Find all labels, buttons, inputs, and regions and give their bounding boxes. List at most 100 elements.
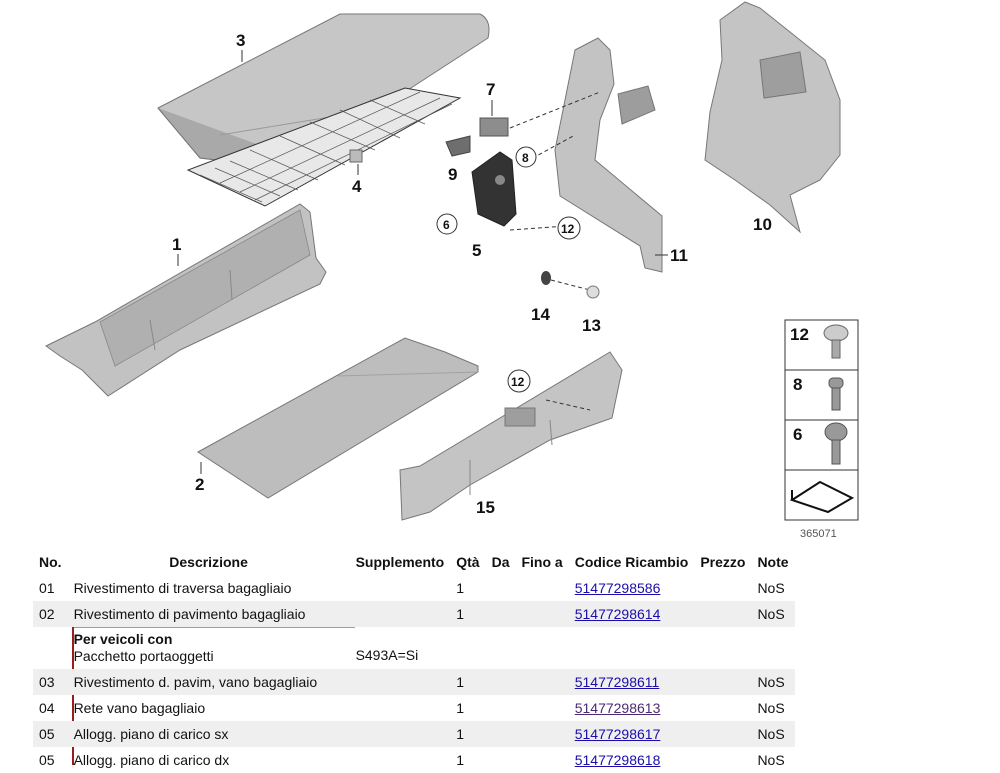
row-price bbox=[694, 721, 752, 747]
row-supplement bbox=[350, 695, 451, 721]
row-da bbox=[485, 721, 516, 747]
row-no: 04 bbox=[39, 700, 55, 716]
row-code: 51477298586 bbox=[569, 575, 695, 601]
table-row: 03 Rivestimento d. pavim, vano bagagliai… bbox=[33, 669, 795, 695]
part-7-clip bbox=[479, 91, 601, 137]
row-da bbox=[486, 695, 516, 721]
header-no: No. bbox=[39, 554, 62, 570]
row-no: 05 bbox=[33, 721, 68, 747]
table-row: 02 Rivestimento di pavimento bagagliaio … bbox=[33, 601, 795, 627]
part-4-cargo-net bbox=[186, 87, 462, 207]
row-code: 51477298611 bbox=[568, 669, 695, 695]
part-code-link[interactable]: 51477298618 bbox=[574, 752, 661, 768]
condition-marker bbox=[72, 627, 74, 765]
part-5-bracket bbox=[471, 151, 517, 227]
row-price bbox=[694, 575, 751, 601]
part-10-side-trim-right bbox=[704, 1, 841, 234]
legend-6: 6 bbox=[793, 425, 802, 444]
row-note: NoS bbox=[757, 752, 785, 768]
row-supplement bbox=[349, 669, 451, 695]
row-desc: Rivestimento di pavimento bagagliaio bbox=[67, 601, 350, 627]
callout-3: 3 bbox=[236, 31, 245, 50]
table-header-row: No. Descrizione Supplemento Qtà Da Fino … bbox=[33, 549, 795, 575]
callout-13: 13 bbox=[582, 316, 601, 335]
row-da bbox=[486, 575, 516, 601]
condition-detail: Pacchetto portaoggetti bbox=[73, 648, 214, 664]
callout-15: 15 bbox=[476, 498, 495, 517]
part-code-link[interactable]: 51477298586 bbox=[574, 580, 661, 596]
part-13-14-fasteners bbox=[541, 271, 600, 299]
callout-1: 1 bbox=[172, 235, 181, 254]
row-desc: Rivestimento di traversa bagagliaio bbox=[73, 580, 292, 596]
row-fino bbox=[515, 721, 569, 747]
row-desc: Allogg. piano di carico sx bbox=[67, 721, 350, 747]
row-qty: 1 bbox=[456, 752, 465, 768]
callout-5: 5 bbox=[472, 241, 481, 260]
callout-6: 6 bbox=[443, 218, 450, 232]
callout-7: 7 bbox=[486, 80, 495, 99]
callout-11: 11 bbox=[670, 246, 688, 265]
condition-row: Per veicoli con Pacchetto portaoggetti S… bbox=[33, 627, 795, 669]
header-note: Note bbox=[757, 554, 789, 570]
part-2-floor-panel bbox=[197, 337, 479, 499]
condition-divider bbox=[72, 627, 355, 628]
row-supplement bbox=[350, 575, 451, 601]
row-qty: 1 bbox=[456, 580, 465, 596]
header-codice: Codice Ricambio bbox=[574, 554, 689, 570]
part-code-link[interactable]: 51477298611 bbox=[574, 674, 660, 690]
table-row: 01 Rivestimento di traversa bagagliaio 1… bbox=[33, 575, 795, 601]
callout-12: 12 bbox=[561, 222, 575, 236]
row-desc: Rivestimento d. pavim, vano bagagliaio bbox=[67, 669, 350, 695]
header-descrizione: Descrizione bbox=[169, 554, 248, 570]
table-row: 05 Allogg. piano di carico sx 1 51477298… bbox=[33, 721, 795, 747]
part-11-side-trim-left bbox=[554, 37, 663, 273]
row-desc: Allogg. piano di carico dx bbox=[73, 752, 230, 768]
row-qty: 1 bbox=[456, 700, 465, 716]
row-price bbox=[694, 669, 752, 695]
part-code-link[interactable]: 51477298617 bbox=[574, 726, 661, 742]
row-code: 51477298617 bbox=[568, 721, 695, 747]
row-note: NoS bbox=[751, 721, 795, 747]
part-15-sill-trim bbox=[399, 351, 623, 521]
row-fino bbox=[515, 601, 569, 627]
row-qty: 1 bbox=[450, 721, 486, 747]
part-code-link[interactable]: 51477298613 bbox=[574, 700, 661, 716]
row-code: 51477298613 bbox=[569, 695, 695, 721]
row-note: NoS bbox=[757, 700, 785, 716]
row-supplement bbox=[350, 747, 451, 773]
header-qta: Qtà bbox=[456, 554, 480, 570]
row-code: 51477298618 bbox=[569, 747, 695, 773]
row-qty: 1 bbox=[450, 601, 486, 627]
table-row: 04 Rete vano bagagliaio 1 51477298613 No… bbox=[33, 695, 795, 721]
header-supplemento: Supplemento bbox=[355, 554, 445, 570]
callout-4: 4 bbox=[352, 177, 362, 196]
header-da: Da bbox=[491, 554, 510, 570]
header-prezzo: Prezzo bbox=[700, 554, 746, 570]
fastener-legend: 12 8 6 bbox=[784, 319, 859, 521]
row-no: 02 bbox=[33, 601, 68, 627]
row-note: NoS bbox=[751, 601, 795, 627]
callout-8: 8 bbox=[522, 151, 529, 165]
parts-diagram: 3 4 1 2 7 8 9 6 5 12 11 10 14 13 12 15 1… bbox=[45, 1, 859, 540]
callout-12-b: 12 bbox=[511, 375, 525, 389]
diagram-number: 365071 bbox=[800, 528, 837, 540]
part-code-link[interactable]: 51477298614 bbox=[574, 606, 661, 622]
row-no: 01 bbox=[39, 580, 55, 596]
callout-9: 9 bbox=[448, 165, 457, 184]
parts-table: No. Descrizione Supplemento Qtà Da Fino … bbox=[33, 549, 795, 773]
legend-12: 12 bbox=[790, 325, 809, 344]
row-fino bbox=[515, 747, 568, 773]
row-note: NoS bbox=[757, 580, 785, 596]
legend-8: 8 bbox=[793, 375, 802, 394]
row-fino bbox=[515, 669, 569, 695]
row-price bbox=[694, 695, 751, 721]
callout-2: 2 bbox=[195, 475, 204, 494]
row-da bbox=[485, 669, 516, 695]
part-1-traverse-trim bbox=[45, 203, 327, 397]
condition-supplement: S493A=Si bbox=[355, 647, 419, 663]
row-da bbox=[485, 601, 516, 627]
row-qty: 1 bbox=[450, 669, 486, 695]
part-9-hook bbox=[445, 135, 471, 157]
row-desc: Rete vano bagagliaio bbox=[73, 700, 206, 716]
callout-14: 14 bbox=[531, 305, 550, 324]
